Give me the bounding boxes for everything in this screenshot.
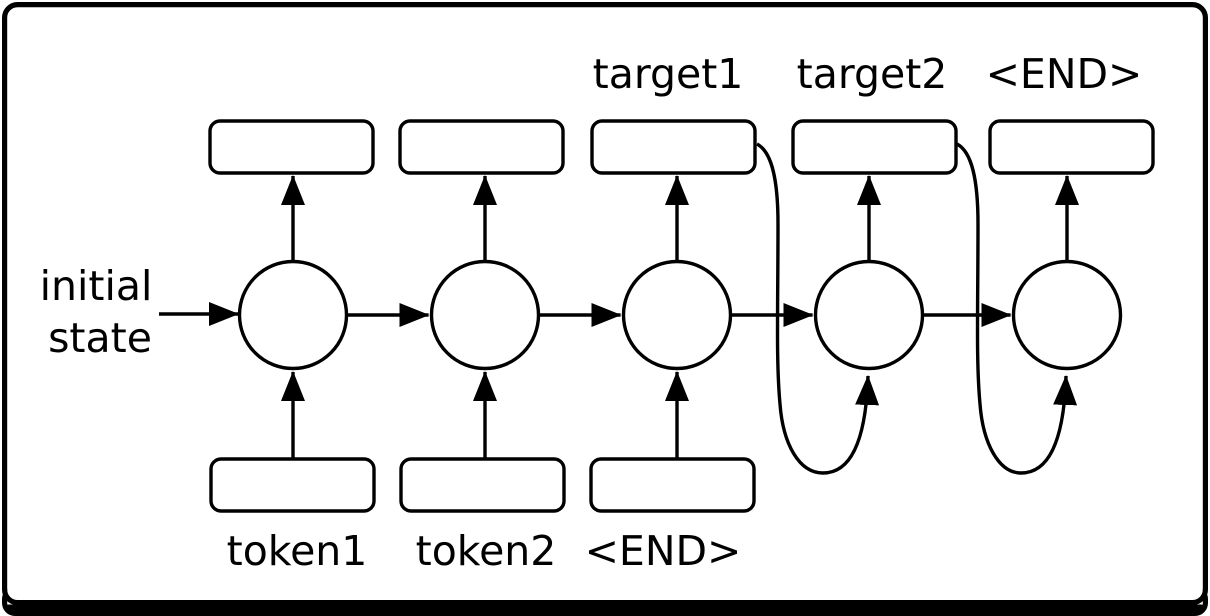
rnn-cell-5 (1011, 259, 1123, 371)
feedback-curve-output3-to-cell4 (756, 142, 880, 475)
frame-bottom-cover (7, 582, 1203, 605)
rnn-cell-1 (237, 259, 349, 371)
label-end-output: <END> (986, 50, 1143, 98)
rnn-cell-4 (813, 259, 925, 371)
rnn-cell-2 (429, 259, 541, 371)
label-end-input: <END> (585, 527, 742, 575)
input-box-2 (399, 457, 566, 513)
output-box-3 (590, 119, 757, 175)
label-target1: target1 (593, 50, 744, 98)
output-box-2 (398, 119, 565, 175)
initial-state-label-line2: state (48, 314, 152, 362)
input-box-1 (209, 457, 376, 513)
output-box-1 (208, 119, 375, 175)
output-box-4 (791, 119, 958, 175)
input-box-3 (589, 457, 756, 513)
rnn-cell-3 (621, 259, 733, 371)
label-token1: token1 (227, 527, 368, 575)
feedback-curve-output4-to-cell5 (956, 142, 1078, 475)
initial-state-label-line1: initial (40, 262, 153, 310)
label-target2: target2 (797, 50, 948, 98)
output-box-5 (988, 119, 1155, 175)
label-token2: token2 (416, 527, 557, 575)
